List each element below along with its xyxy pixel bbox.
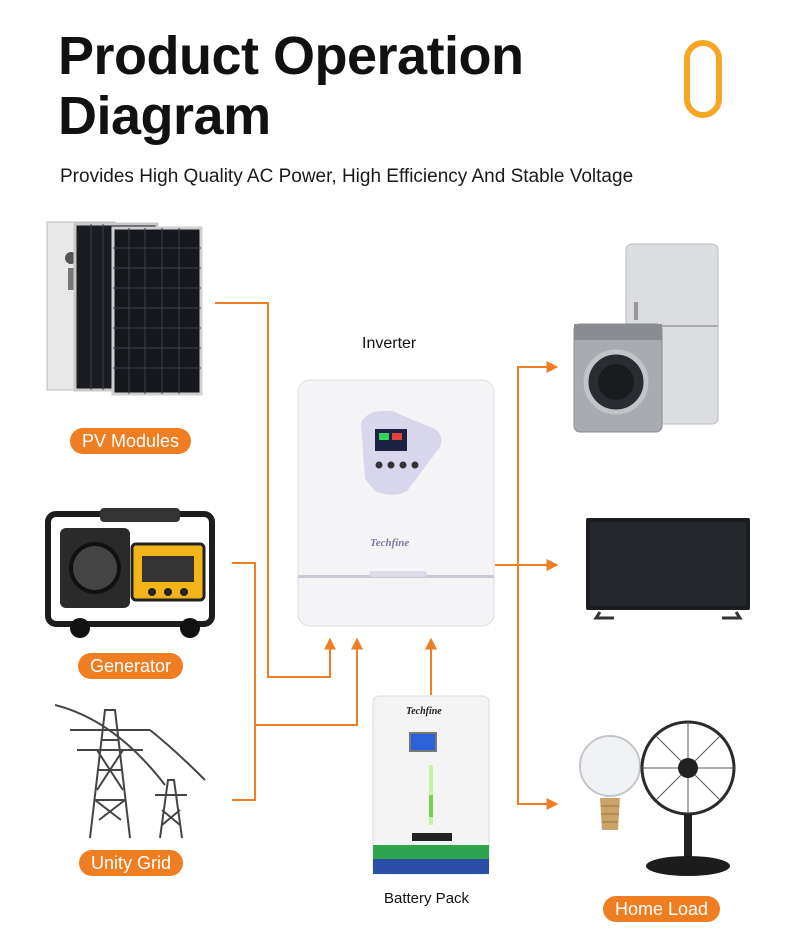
fridge-and-washer-icon — [573, 243, 719, 433]
battery-pack-label: Battery Pack — [384, 890, 470, 907]
decorative-ring-icon — [684, 40, 722, 118]
title-line-1: Product Operation — [58, 26, 524, 86]
generator-label: Generator — [78, 653, 184, 679]
unity-grid-label: Unity Grid — [79, 850, 184, 876]
home-load-flow-line — [517, 565, 559, 810]
solar-panel-icon — [46, 221, 203, 396]
subtitle: Provides High Quality AC Power, High Eff… — [60, 166, 634, 187]
pv-flow-line — [215, 302, 336, 678]
generator-flow-line — [232, 562, 256, 725]
output-bus-line — [495, 361, 559, 566]
inverter-icon — [297, 379, 495, 627]
battery-brand: Techfine — [406, 706, 442, 717]
light-bulb-and-fan-icon — [579, 720, 736, 876]
generator-icon — [45, 508, 215, 638]
title-line-2: Diagram — [58, 86, 271, 146]
inverter-label: Inverter — [362, 335, 417, 352]
pv-modules-label: PV Modules — [70, 428, 192, 454]
grid-flow-line — [232, 637, 363, 801]
page-title: Product Operation Diagram — [58, 26, 524, 146]
inverter-brand: Techfine — [370, 537, 410, 549]
battery-pack-icon — [372, 695, 490, 875]
television-icon — [586, 518, 750, 620]
home-load-label: Home Load — [603, 896, 721, 922]
power-grid-tower-icon — [55, 704, 206, 839]
